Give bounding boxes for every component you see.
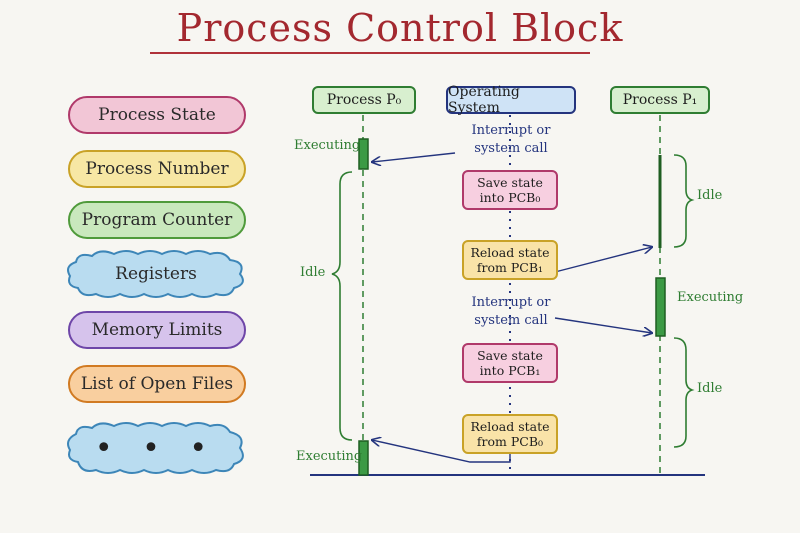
p1-idle-brace-2 [673,337,695,448]
title-underline [150,52,590,54]
pcb-field-memory-limits: Memory Limits [68,311,246,349]
pcb-field-label: Memory Limits [91,320,223,340]
pcb-field-label: Process State [98,105,216,125]
header-label: Operating System [448,84,520,116]
pcb-field-process-state: Process State [68,96,246,134]
label-idle-p0: Idle [300,265,326,280]
header-label: Process P₀ [326,92,402,108]
label-idle-p1-top: Idle [697,188,723,203]
pcb-field-process-number: Process Number [68,150,246,188]
p1-idle-brace-1 [673,154,695,248]
header-process-p0: Process P₀ [312,86,416,114]
pcb-field-label: Process Number [85,159,229,179]
cloud-shape [67,422,244,474]
ellipsis-icon: • • • [94,430,218,466]
pcb-field-registers: Registers [64,248,248,300]
pcb-field-label: Program Counter [81,210,233,230]
pcb-field-label: List of Open Files [80,374,234,394]
box-label: Reload state from PCB₀ [470,419,550,449]
page-title: Process Control Block [176,6,624,50]
reload-state-pcb0-box: Reload state from PCB₀ [462,414,558,454]
arrow-to-p1 [554,247,652,273]
pcb-field-program-counter: Program Counter [68,201,246,239]
label-interrupt-1: Interrupt or system call [471,123,551,156]
label-executing-p0-bottom: Executing [296,449,363,464]
save-state-pcb0-box: Save state into PCB₀ [462,170,558,210]
label-executing-p1: Executing [677,290,744,305]
save-state-pcb1-box: Save state into PCB₁ [462,343,558,383]
label-executing-p0-top: Executing [294,138,361,153]
pcb-field-open-files: List of Open Files [68,365,246,403]
box-label: Save state into PCB₁ [477,348,543,378]
label-interrupt-2: Interrupt or system call [471,295,551,328]
label-idle-p1-bottom: Idle [697,381,723,396]
arrow-interrupt-from-p1 [554,317,652,333]
cloud-shape [67,250,244,298]
p0-idle-brace [331,171,353,441]
reload-state-pcb1-box: Reload state from PCB₁ [462,240,558,280]
arrow-to-p0 [372,440,511,463]
box-label: Reload state from PCB₁ [470,245,550,275]
p0-executing-bar-2 [358,440,369,476]
p0-executing-bar-1 [358,138,369,170]
arrow-interrupt-from-p0 [372,152,456,162]
pcb-field-more: • • • [64,420,248,476]
box-label: Save state into PCB₀ [477,175,543,205]
header-label: Process P₁ [622,92,698,108]
pcb-field-label: Registers [115,264,197,284]
header-process-p1: Process P₁ [610,86,710,114]
header-operating-system: Operating System [446,84,576,116]
p1-executing-bar [655,277,666,337]
